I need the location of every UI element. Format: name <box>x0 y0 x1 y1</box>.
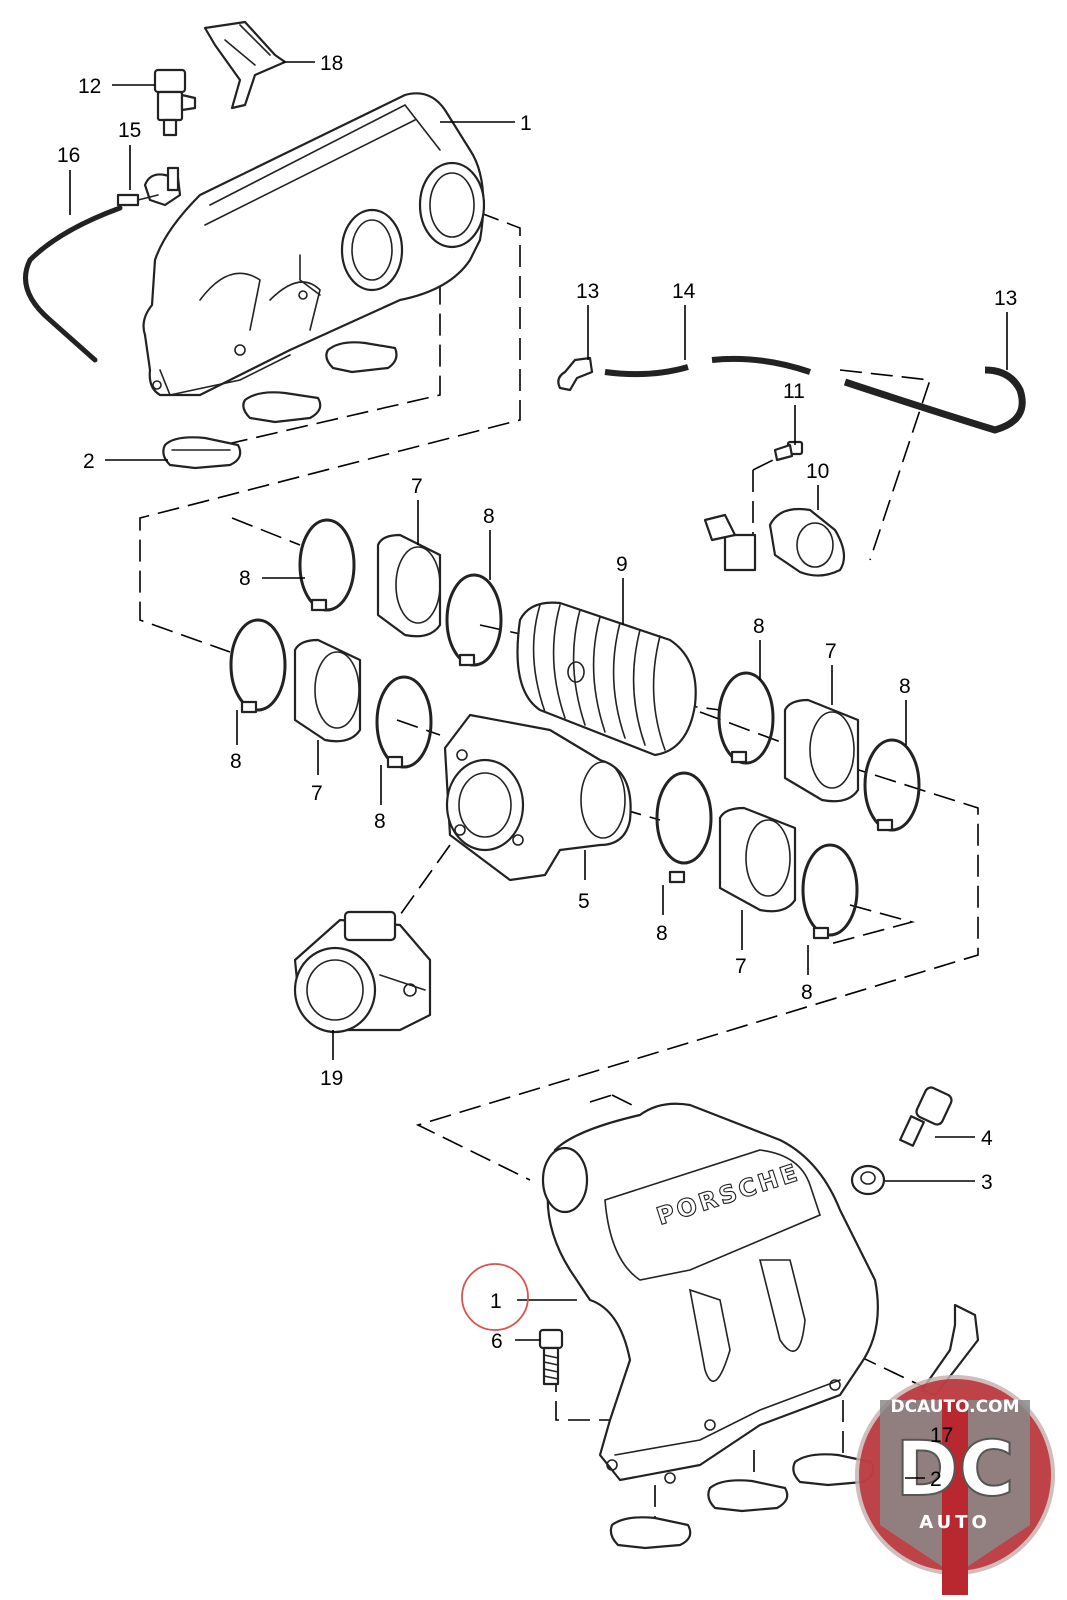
watermark-top-text: DCAUTO.COM <box>890 1397 1019 1417</box>
intake-manifold-upper <box>142 92 486 397</box>
callout-12: 12 <box>78 75 101 98</box>
callout-9: 9 <box>616 553 628 576</box>
callout-8-b: 8 <box>483 505 495 528</box>
callout-17: 17 <box>930 1424 953 1447</box>
breather-hoses <box>557 355 1026 434</box>
callout-7-a: 7 <box>411 475 423 498</box>
callout-2-lower: 2 <box>930 1468 942 1491</box>
callout-leaders <box>69 61 1008 1341</box>
callout-7-d: 7 <box>735 955 747 978</box>
throttle-body <box>293 910 432 1034</box>
callout-5: 5 <box>578 890 590 913</box>
highlight-circle <box>461 1263 529 1331</box>
callout-13-left: 13 <box>576 280 599 303</box>
solenoid-valve <box>153 68 197 137</box>
bolt-small <box>773 440 804 462</box>
hose-connector <box>116 166 182 207</box>
bellows <box>516 601 697 757</box>
gaskets-upper <box>162 341 398 470</box>
callout-8-f: 8 <box>374 810 386 833</box>
callout-8-d: 8 <box>899 675 911 698</box>
callout-7-c: 7 <box>311 782 323 805</box>
callout-1-lower: 1 <box>490 1290 502 1313</box>
callout-16: 16 <box>57 144 80 167</box>
sleeves <box>293 533 860 913</box>
callout-8-h: 8 <box>801 981 813 1004</box>
bracket <box>203 20 287 110</box>
temperature-sensor <box>899 1086 953 1147</box>
callout-numbers: 1 2 12 15 16 18 13 14 13 11 10 7 8 8 9 8… <box>57 52 1017 1353</box>
dcauto-watermark: DCAUTO.COM DC AUTO <box>855 1375 1055 1595</box>
callout-3: 3 <box>981 1171 993 1194</box>
callout-10: 10 <box>806 460 829 483</box>
callout-8-a: 8 <box>239 567 251 590</box>
callout-6: 6 <box>491 1330 503 1353</box>
intake-manifold-lower <box>541 1102 879 1484</box>
callout-15: 15 <box>118 119 141 142</box>
check-valve <box>703 507 846 577</box>
callout-14: 14 <box>672 280 696 303</box>
gaskets-lower <box>609 1453 875 1550</box>
callout-18: 18 <box>320 52 343 75</box>
callout-2-upper: 2 <box>83 450 95 473</box>
watermark-mid-text: DC <box>896 1424 1015 1513</box>
hose-clamps <box>229 518 921 940</box>
mounting-bolt <box>538 1328 564 1386</box>
grommet <box>850 1164 886 1196</box>
callout-8-g: 8 <box>656 922 668 945</box>
callout-19: 19 <box>320 1067 343 1090</box>
callout-1-upper: 1 <box>520 112 532 135</box>
intake-elbow <box>443 713 632 882</box>
callout-13-right: 13 <box>994 287 1017 310</box>
callout-7-b: 7 <box>825 640 837 663</box>
callout-4: 4 <box>981 1127 993 1150</box>
callout-8-e: 8 <box>230 750 242 773</box>
vacuum-hose-long <box>23 205 123 363</box>
callout-11: 11 <box>783 380 805 403</box>
watermark-bottom-text: AUTO <box>919 1512 991 1533</box>
callout-8-c: 8 <box>753 615 765 638</box>
